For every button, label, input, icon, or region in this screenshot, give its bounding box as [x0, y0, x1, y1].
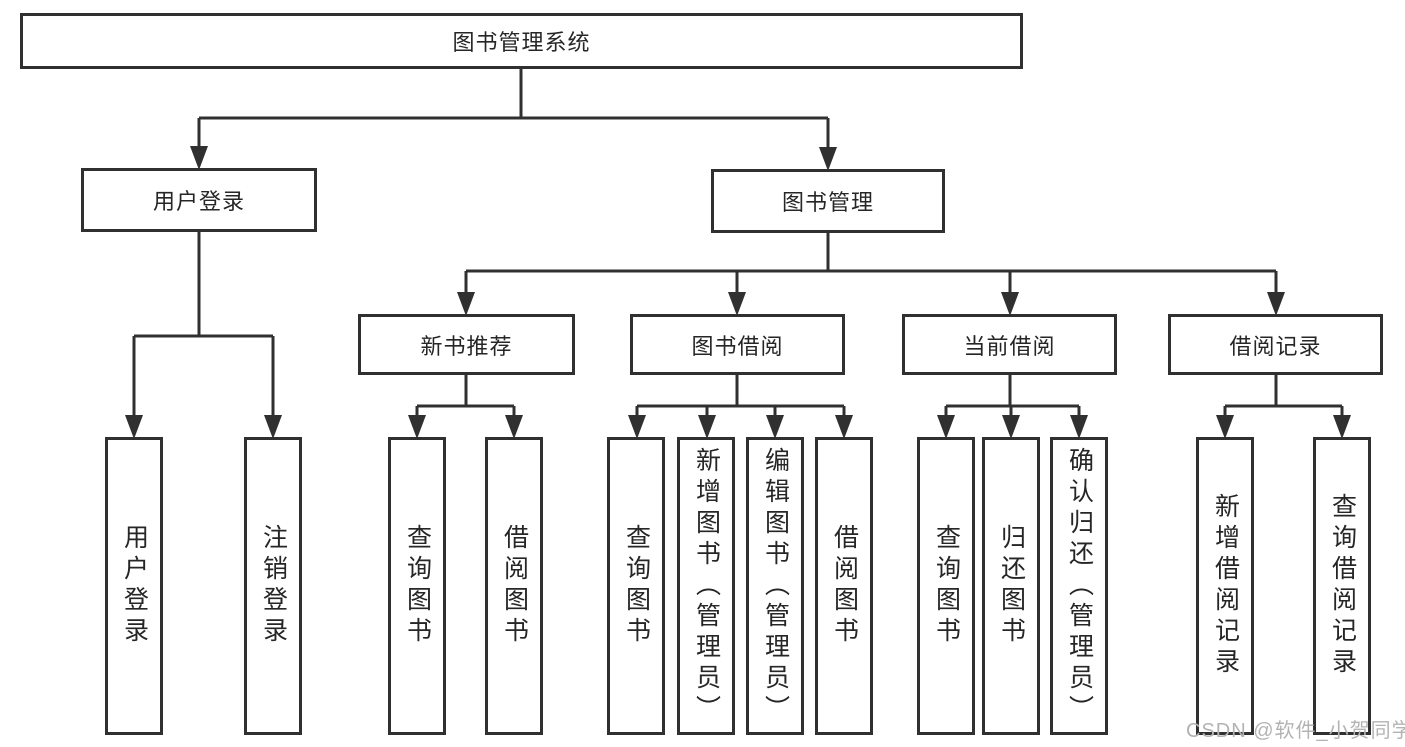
arrowhead-icon: [698, 415, 716, 439]
node-logout-leaf: 注销登录: [244, 437, 302, 735]
arrowhead-icon: [628, 415, 646, 439]
node-borrow-record: 借阅记录: [1168, 314, 1383, 375]
arrowhead-icon: [835, 415, 853, 439]
connector-borrow-record-to-leaves: [1223, 375, 1344, 418]
arrowhead-icon: [819, 147, 837, 171]
node-new-book-recommend: 新书推荐: [358, 314, 575, 375]
node-query-borrow-record-leaf: 查询借阅记录: [1313, 437, 1371, 735]
node-library-management-system: 图书管理系统: [20, 13, 1023, 69]
arrowhead-icon: [1002, 415, 1020, 439]
node-query-books-leaf-2: 查询图书: [607, 437, 665, 735]
node-return-books-leaf: 归还图书: [982, 437, 1040, 735]
arrowhead-icon: [728, 292, 746, 316]
arrowhead-icon: [190, 146, 208, 170]
arrowhead-icon: [264, 415, 282, 439]
node-borrow-books-leaf-2: 借阅图书: [815, 437, 873, 735]
node-user-login: 用户登录: [81, 168, 317, 232]
node-current-borrow: 当前借阅: [902, 314, 1117, 375]
arrowhead-icon: [1001, 292, 1019, 316]
node-query-books-leaf-3: 查询图书: [917, 437, 975, 735]
arrowhead-icon: [505, 415, 523, 439]
arrowhead-icon: [1333, 415, 1351, 439]
arrowhead-icon: [1216, 415, 1234, 439]
csdn-watermark: CSDN @软件_小贺同学: [1186, 720, 1405, 742]
arrowhead-icon: [125, 415, 143, 439]
arrowhead-icon: [1267, 292, 1285, 316]
node-book-borrow: 图书借阅: [630, 314, 845, 375]
arrowhead-icon: [457, 292, 475, 316]
arrowhead-icon: [766, 415, 784, 439]
node-borrow-books-leaf-1: 借阅图书: [485, 437, 543, 735]
connector-book-borrow-to-leaves: [635, 375, 846, 418]
connector-new-book-recommend-to-leaves: [415, 375, 516, 418]
connector-user-login-to-leaves: [132, 232, 275, 418]
node-confirm-return-admin-leaf: 确认归还（管理员）: [1050, 437, 1108, 735]
node-edit-books-admin-leaf: 编辑图书（管理员）: [746, 437, 804, 735]
node-add-borrow-record-leaf: 新增借阅记录: [1196, 437, 1254, 735]
arrowhead-icon: [408, 415, 426, 439]
node-book-management: 图书管理: [711, 169, 945, 233]
connector-root-to-level1: [197, 69, 830, 151]
node-user-login-leaf: 用户登录: [105, 437, 163, 735]
arrowhead-icon: [1070, 415, 1088, 439]
node-query-books-leaf-1: 查询图书: [388, 437, 446, 735]
connector-book-management-to-level2: [464, 233, 1278, 295]
arrowheads: [125, 146, 1351, 439]
arrowhead-icon: [937, 415, 955, 439]
node-add-books-admin-leaf: 新增图书（管理员）: [677, 437, 735, 735]
connector-current-borrow-to-leaves: [944, 375, 1081, 418]
